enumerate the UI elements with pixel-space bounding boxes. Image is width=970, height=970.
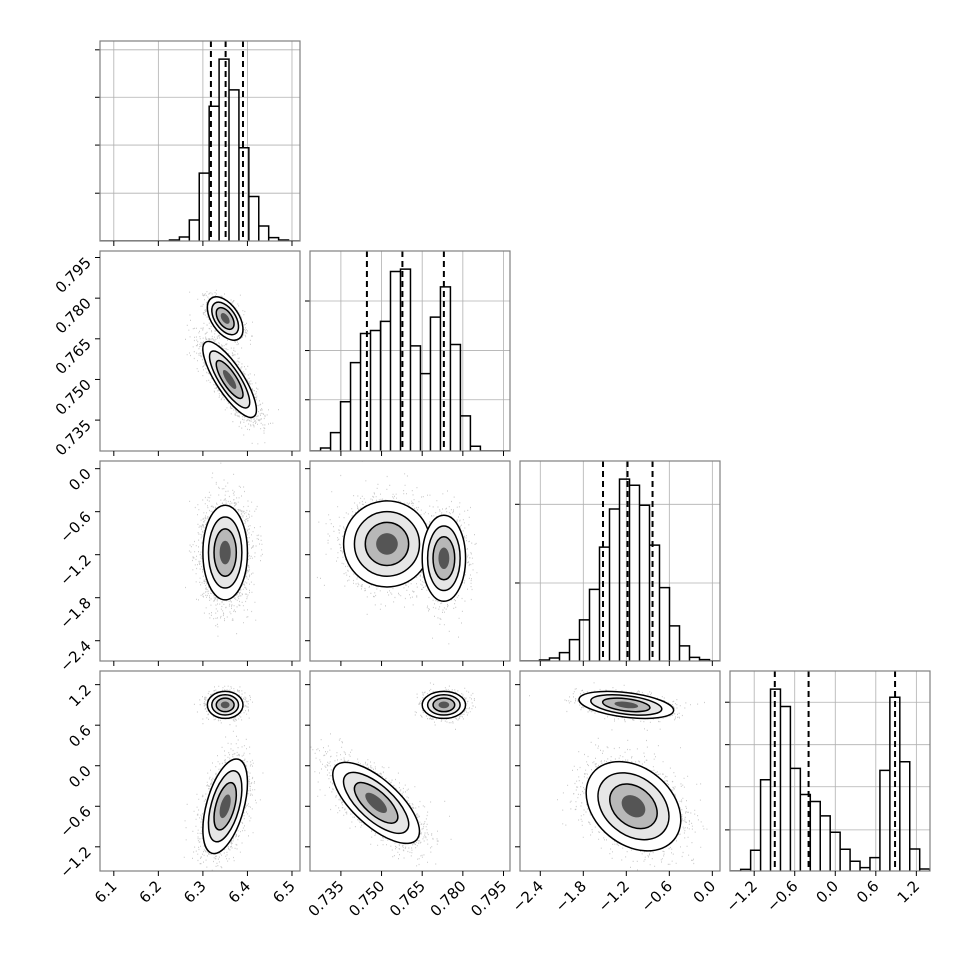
x-tick-label: 0.735 xyxy=(305,877,348,920)
contour-level xyxy=(365,792,387,814)
density-layer xyxy=(183,685,264,871)
y-tick-label: −1.8 xyxy=(56,594,94,632)
axes-frame xyxy=(309,670,511,872)
histogram-bars xyxy=(730,688,930,871)
contour-level xyxy=(438,701,450,709)
axes-frame xyxy=(99,250,301,452)
contour-level xyxy=(614,701,639,709)
histogram-panel-3 xyxy=(725,671,930,871)
x-tick-label: −0.6 xyxy=(763,877,801,915)
x-tick-label: −1.2 xyxy=(595,877,633,915)
contour-level xyxy=(621,795,646,818)
axes-frame xyxy=(309,250,511,452)
joint-panel-5 xyxy=(529,682,708,871)
y-tick-label: 0.750 xyxy=(52,376,95,419)
histogram-bars xyxy=(520,478,720,661)
x-tick-label: 0.0 xyxy=(690,877,720,907)
x-tick-label: 0.0 xyxy=(812,877,842,907)
y-tick-label: 0.0 xyxy=(65,762,95,792)
axes-frame xyxy=(729,670,931,872)
x-tick-label: 6.2 xyxy=(136,877,166,907)
y-tick-label: 0.6 xyxy=(65,721,95,751)
contour-level xyxy=(219,540,231,565)
x-tick-label: 6.3 xyxy=(180,877,210,907)
contour-level xyxy=(220,701,230,709)
density-layer xyxy=(185,289,279,445)
y-tick-label: 0.765 xyxy=(52,335,95,378)
histogram-bars xyxy=(310,268,510,451)
contour-level xyxy=(438,547,450,570)
axes-frame xyxy=(519,670,721,872)
histogram-panel-1 xyxy=(305,251,510,451)
y-tick-label: 0.0 xyxy=(65,465,95,495)
histogram-panel-2 xyxy=(515,461,720,661)
histogram-bars xyxy=(100,58,300,241)
x-tick-label: 0.750 xyxy=(345,877,388,920)
density-layer xyxy=(529,682,708,871)
x-tick-label: 0.795 xyxy=(467,877,510,920)
x-tick-label: −2.4 xyxy=(509,877,547,915)
density-layer xyxy=(310,682,476,867)
y-tick-label: −1.2 xyxy=(56,843,94,881)
x-tick-label: −1.8 xyxy=(552,877,590,915)
x-tick-label: 6.4 xyxy=(225,877,255,907)
axes-frame xyxy=(99,670,301,872)
y-tick-label: −1.2 xyxy=(56,551,94,589)
density-layer xyxy=(316,461,478,645)
axes-frame xyxy=(309,460,511,662)
x-tick-label: 6.1 xyxy=(91,877,121,907)
y-tick-label: −0.6 xyxy=(56,802,94,840)
axes-frame xyxy=(99,40,301,242)
joint-panel-4 xyxy=(310,682,476,867)
y-tick-label: 0.795 xyxy=(52,254,95,297)
axes-background xyxy=(100,41,300,241)
y-tick-label: −0.6 xyxy=(56,508,94,546)
y-tick-label: 0.735 xyxy=(52,416,95,459)
contour-level xyxy=(376,533,398,555)
contour-level xyxy=(222,369,237,389)
joint-panel-0 xyxy=(185,289,279,445)
x-tick-label: 0.765 xyxy=(386,877,429,920)
histogram-panel-0 xyxy=(95,41,300,241)
x-tick-label: 0.780 xyxy=(427,877,470,920)
x-tick-label: 0.6 xyxy=(853,877,883,907)
axes-frame xyxy=(99,460,301,662)
density-layer xyxy=(185,462,263,637)
axes-frame xyxy=(519,460,721,662)
x-tick-label: −1.2 xyxy=(723,877,761,915)
y-tick-label: −2.4 xyxy=(56,637,94,675)
y-tick-label: 0.780 xyxy=(52,294,95,337)
joint-panel-3 xyxy=(183,685,264,871)
joint-panel-1 xyxy=(185,462,263,637)
y-tick-label: 1.2 xyxy=(65,681,95,711)
x-tick-label: −0.6 xyxy=(638,877,676,915)
x-tick-label: 1.2 xyxy=(894,877,924,907)
x-tick-label: 6.5 xyxy=(269,877,299,907)
joint-panel-2 xyxy=(316,461,478,645)
contour-level xyxy=(219,794,231,819)
